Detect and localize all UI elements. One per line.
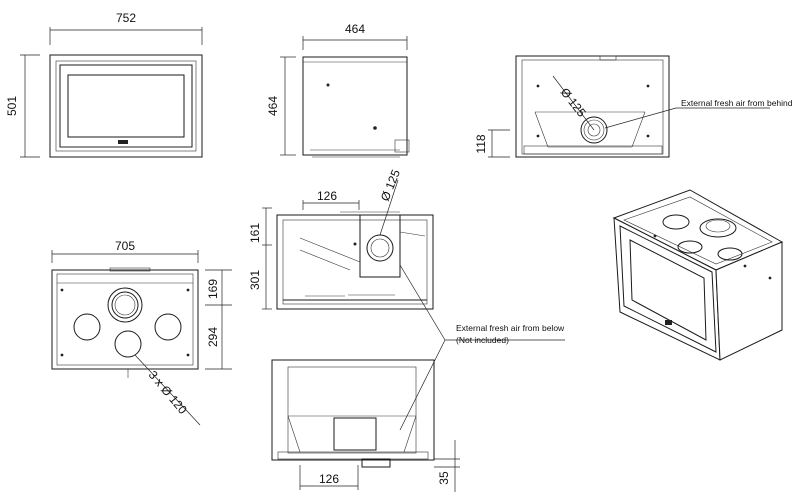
section-width-label: 126 [317,189,337,203]
top-width-label: 464 [345,22,365,36]
air-below-subnote: (Not included) [456,335,509,345]
bottom-holes-label: 3 x Ø 120 [146,368,190,417]
rear-height-label: 118 [474,134,488,153]
section-view: 126 Ø 125 161 301 External fresh air fro… [248,167,565,431]
section-height-top-label: 161 [248,223,262,243]
isometric-view [612,189,784,361]
base-view: 126 35 [271,359,460,492]
top-view: 464 464 [266,22,410,158]
section-height-bottom-label: 301 [248,270,262,290]
base-height-label: 35 [437,471,451,485]
bottom-height-top-label: 169 [206,279,220,299]
rear-pipe-diameter-label: Ø 125 [558,85,589,120]
bottom-view: 705 169 294 3 x Ø 120 [51,239,232,426]
bottom-width-label: 705 [115,239,135,253]
front-view: 752 501 [5,11,203,158]
rear-view: Ø 125 External fresh air from behind 118 [474,55,793,158]
air-behind-note: External fresh air from behind [681,98,793,108]
base-width-label: 126 [319,472,339,486]
section-pipe-diameter-label: Ø 125 [378,167,403,203]
air-below-note: External fresh air from below [456,323,565,333]
front-width-label: 752 [116,11,136,25]
bottom-height-bottom-label: 294 [206,327,220,347]
front-height-label: 501 [5,96,19,116]
top-height-label: 464 [266,96,280,116]
